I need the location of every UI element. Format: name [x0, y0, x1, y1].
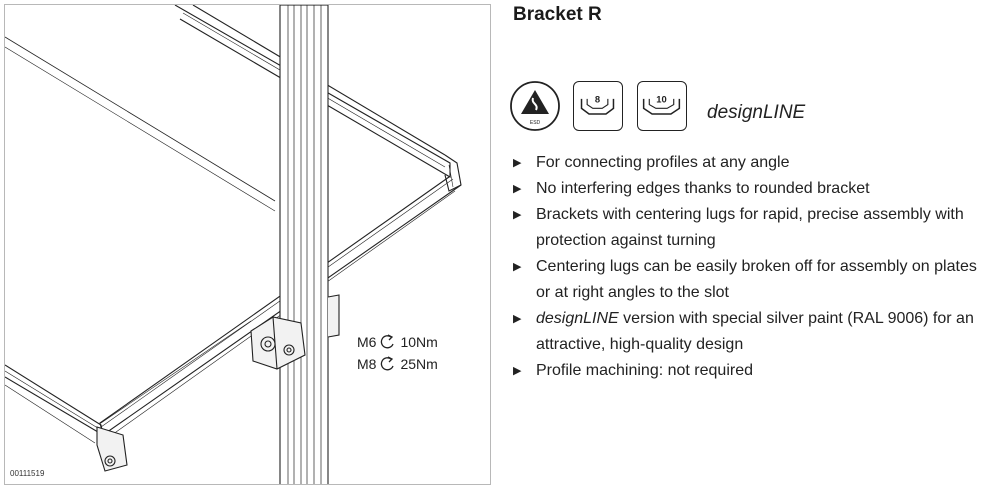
torque-value: 10: [400, 334, 417, 350]
slot-size-label: 8: [595, 94, 600, 105]
torque-row: M6 10 Nm: [357, 331, 438, 353]
product-icons: ESD 8 10 designLINE: [509, 80, 805, 132]
torque-row: M8 25 Nm: [357, 353, 438, 375]
product-figure: M6 10 Nm M8 25 Nm 00111519: [4, 4, 491, 485]
bullet-triangle-icon: ▶: [513, 365, 522, 377]
feature-text: version with special silver paint (RAL 9…: [536, 310, 974, 353]
bullet-triangle-icon: ▶: [513, 261, 522, 273]
torque-specs: M6 10 Nm M8 25 Nm: [357, 331, 438, 375]
bullet-triangle-icon: ▶: [513, 183, 522, 195]
feature-text: Brackets with centering lugs for rapid, …: [536, 206, 964, 249]
product-title: Bracket R: [513, 4, 602, 25]
rotation-arrow-icon: [381, 356, 395, 371]
torque-unit: Nm: [416, 356, 438, 372]
series-label: designLINE: [707, 102, 806, 123]
esd-icon: ESD: [510, 81, 560, 131]
figure-id: 00111519: [10, 469, 45, 478]
bullet-triangle-icon: ▶: [513, 209, 522, 221]
feature-item: ▶ designLINE version with special silver …: [511, 306, 993, 358]
feature-item: ▶ Profile machining: not required: [511, 358, 993, 384]
esd-label: ESD: [530, 120, 541, 126]
feature-item: ▶ No interfering edges thanks to rounded …: [511, 176, 993, 202]
slot-10-icon: 10: [637, 81, 687, 131]
torque-value: 25: [400, 356, 417, 372]
assembly-drawing: [5, 5, 462, 484]
feature-text: Profile machining: not required: [536, 362, 754, 379]
feature-item: ▶ Centering lugs can be easily broken off…: [511, 254, 993, 306]
torque-size: M6: [357, 334, 377, 350]
torque-unit: Nm: [416, 334, 438, 350]
feature-text: Centering lugs can be easily broken off …: [536, 258, 977, 301]
feature-text: For connecting profiles at any angle: [536, 154, 790, 171]
slot-size-label: 10: [656, 94, 666, 105]
bullet-triangle-icon: ▶: [513, 157, 522, 169]
feature-item: ▶ Brackets with centering lugs for rapid,…: [511, 202, 993, 254]
rotation-arrow-icon: [381, 334, 395, 349]
feature-item: ▶ For connecting profiles at any angle: [511, 150, 993, 176]
feature-prefix: designLINE: [536, 310, 619, 327]
lower-profile-bar: [5, 364, 104, 437]
slot-8-icon: 8: [573, 81, 623, 131]
bullet-triangle-icon: ▶: [513, 313, 522, 325]
feature-list: ▶ For connecting profiles at any angle ▶ N…: [511, 150, 993, 384]
feature-text: No interfering edges thanks to rounded b…: [536, 180, 870, 197]
torque-size: M8: [357, 356, 377, 372]
